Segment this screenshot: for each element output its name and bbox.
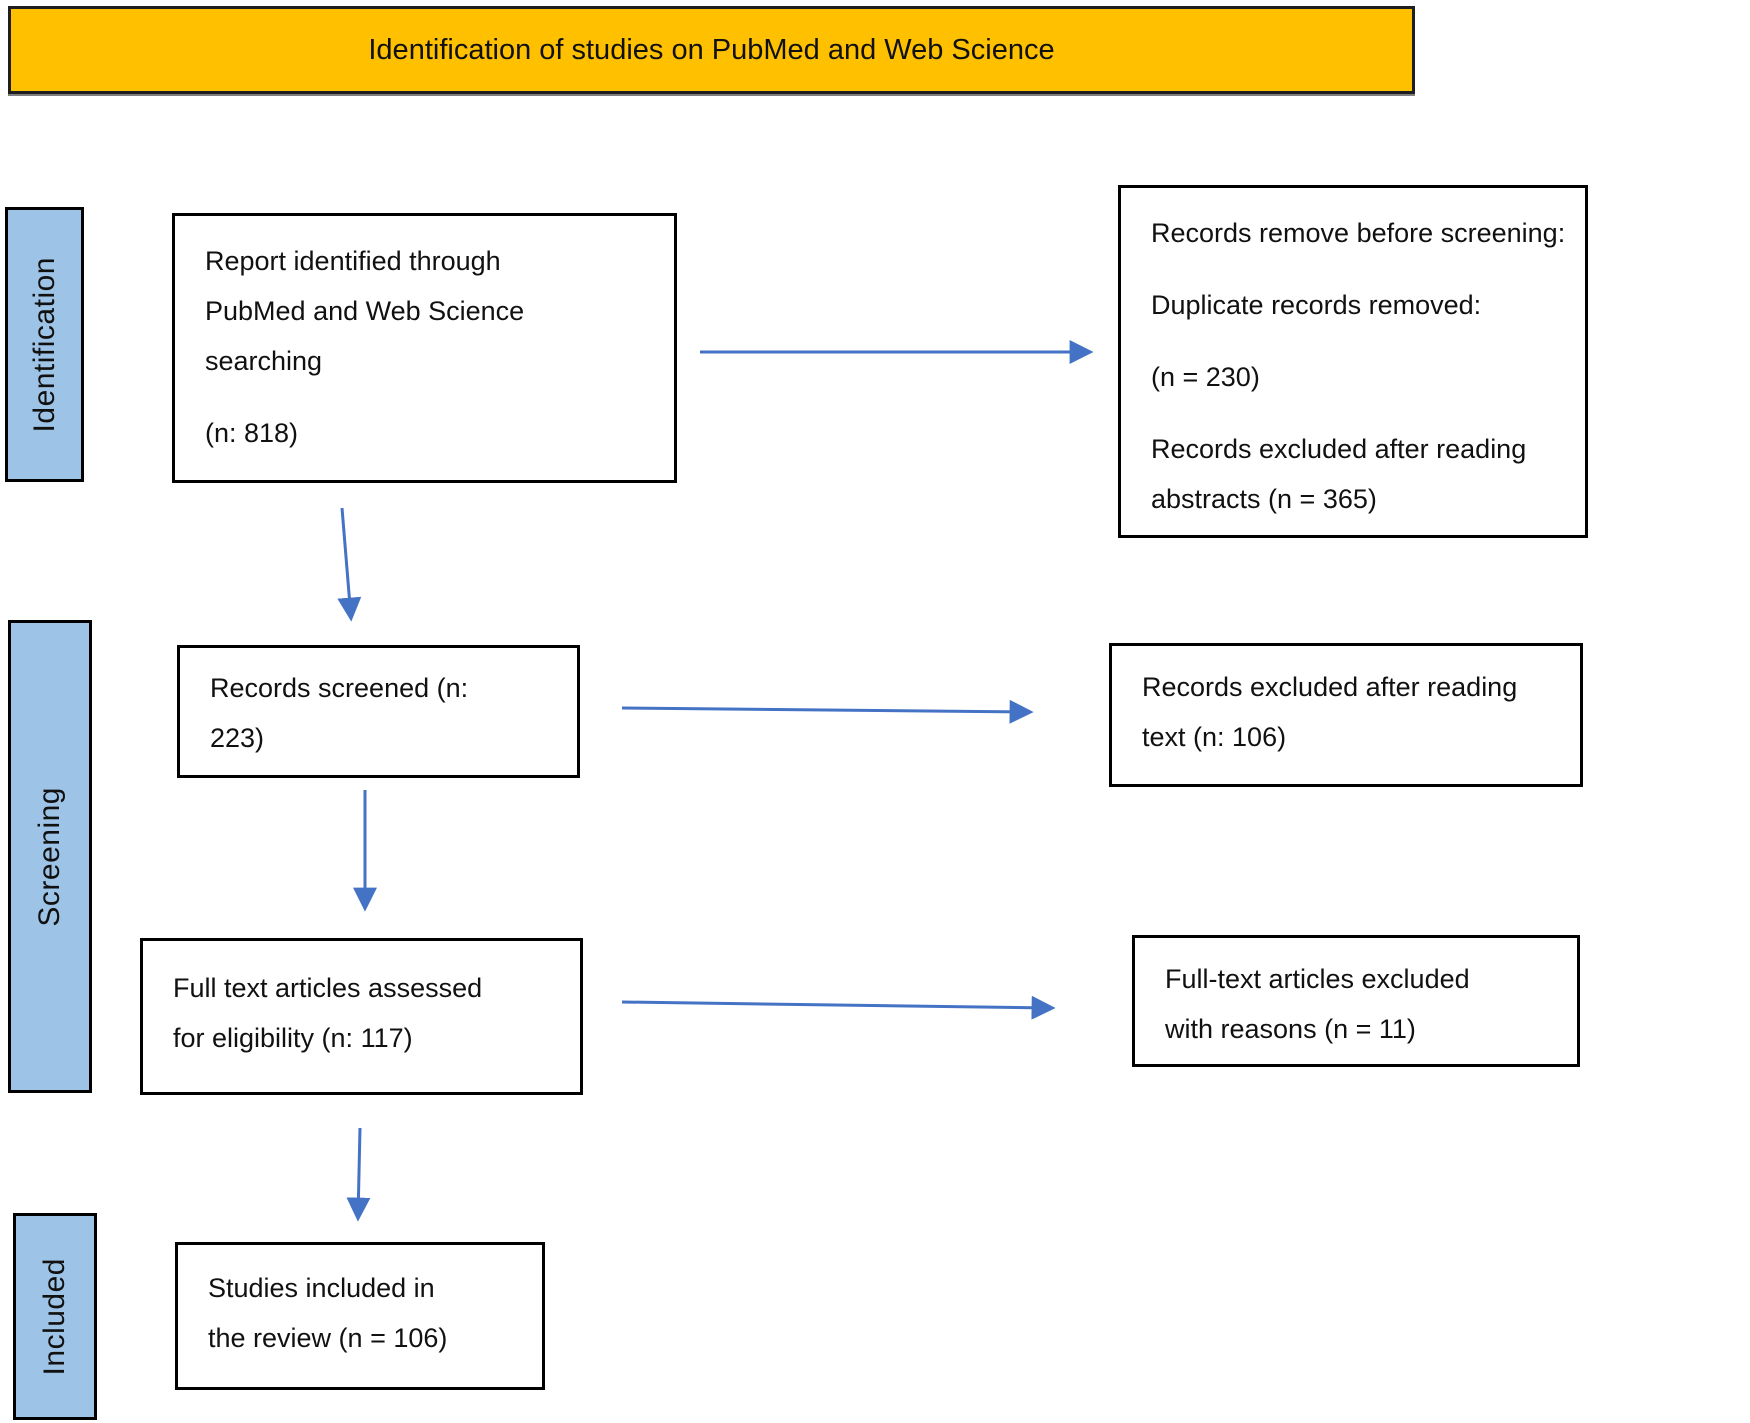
- node-text: Records screened (n: 223): [210, 673, 469, 753]
- node-count: (n = 230): [1151, 362, 1260, 392]
- node-fulltext-assessed: Full text articles assessed for eligibil…: [140, 938, 583, 1095]
- node-records-removed-before-screening: Records remove before screening: Duplica…: [1118, 185, 1588, 538]
- node-text: Studies included in the review (n = 106): [208, 1273, 448, 1353]
- node-text: Report identified through PubMed and Web…: [205, 246, 525, 376]
- title-banner: Identification of studies on PubMed and …: [8, 6, 1415, 94]
- node-records-screened: Records screened (n: 223): [177, 645, 580, 778]
- stage-label-included: Included: [13, 1213, 97, 1420]
- node-studies-included: Studies included in the review (n = 106): [175, 1242, 545, 1390]
- node-text: Full text articles assessed for eligibil…: [173, 973, 483, 1053]
- arrow-fulltext-to-excluded: [621, 995, 1056, 1020]
- node-text: Records excluded after reading abstracts…: [1151, 434, 1527, 514]
- node-text: Duplicate records removed:: [1151, 290, 1482, 320]
- node-text: Records excluded after reading text (n: …: [1142, 672, 1518, 752]
- node-fulltext-excluded: Full-text articles excluded with reasons…: [1132, 935, 1580, 1067]
- stage-label-text: Included: [38, 1257, 71, 1376]
- node-text: Records remove before screening:: [1151, 218, 1566, 248]
- node-count: (n: 818): [205, 418, 299, 448]
- arrow-fulltext-to-included: [346, 1127, 371, 1222]
- stage-label-text: Screening: [33, 786, 66, 927]
- stage-label-text: Identification: [27, 256, 61, 433]
- arrow-identified-to-screened: [337, 507, 362, 622]
- banner-title: Identification of studies on PubMed and …: [368, 33, 1055, 66]
- node-records-excluded-after-text: Records excluded after reading text (n: …: [1109, 643, 1583, 787]
- stage-label-identification: Identification: [5, 207, 84, 482]
- stage-label-screening: Screening: [8, 620, 92, 1093]
- arrow-screened-to-excluded: [621, 699, 1034, 724]
- node-text: Full-text articles excluded with reasons…: [1165, 964, 1470, 1044]
- node-records-identified: Report identified through PubMed and Web…: [172, 213, 677, 483]
